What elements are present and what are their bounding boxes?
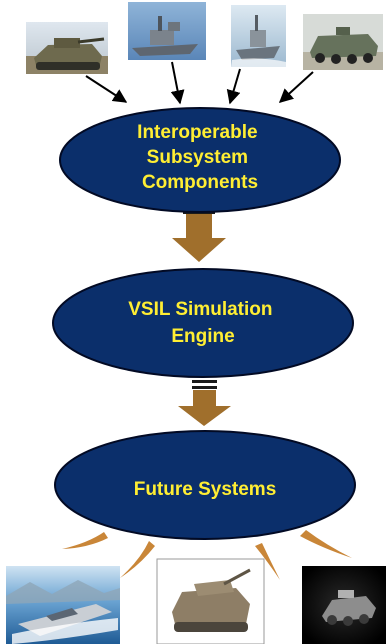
swoosh-left-inner: [120, 541, 155, 578]
swoosh-right-outer: [300, 530, 352, 558]
node-label-line: VSIL Simulation: [128, 299, 272, 320]
node-vsil-simulation-engine: VSIL Simulation Engine: [52, 268, 354, 378]
node-label-line: Engine: [171, 326, 234, 347]
flow-arrow-1: [172, 209, 226, 262]
node-label-line: Interoperable: [137, 122, 257, 143]
node-future-systems: Future Systems: [54, 430, 356, 540]
input-image-armored-vehicle: [303, 14, 383, 70]
input-image-destroyer: [128, 2, 206, 60]
arrow-from-frigate: [226, 68, 241, 105]
swoosh-left-outer: [62, 532, 108, 549]
arrow-from-tank: [85, 75, 128, 103]
node-interoperable-subsystem-components: Interoperable Subsystem Components: [59, 107, 341, 213]
svg-text:VSIL Simulation Engine: VSIL Simulation Engine: [128, 299, 278, 347]
flow-arrow-2: [178, 380, 231, 426]
arrow-from-armored-vehicle: [278, 71, 314, 103]
swoosh-right-inner: [255, 543, 280, 580]
input-arrows: [85, 61, 314, 105]
node-label-line: Future Systems: [134, 479, 277, 500]
output-image-combat-vehicle: [156, 558, 265, 644]
input-image-frigate: [231, 5, 286, 67]
output-swooshes: [62, 530, 352, 580]
node-label-line: Subsystem: [147, 147, 248, 168]
svg-text:Interoperable Subsystem: Interoperable Subsystem Components: [137, 122, 263, 193]
output-image-robotic-vehicle: [302, 566, 386, 644]
output-image-stealth-ship: [6, 566, 120, 644]
svg-text:Future Systems: Future Systems: [134, 479, 277, 500]
input-image-tank: [26, 22, 108, 74]
arrow-from-destroyer: [170, 61, 185, 105]
node-label-line: Components: [142, 172, 258, 193]
